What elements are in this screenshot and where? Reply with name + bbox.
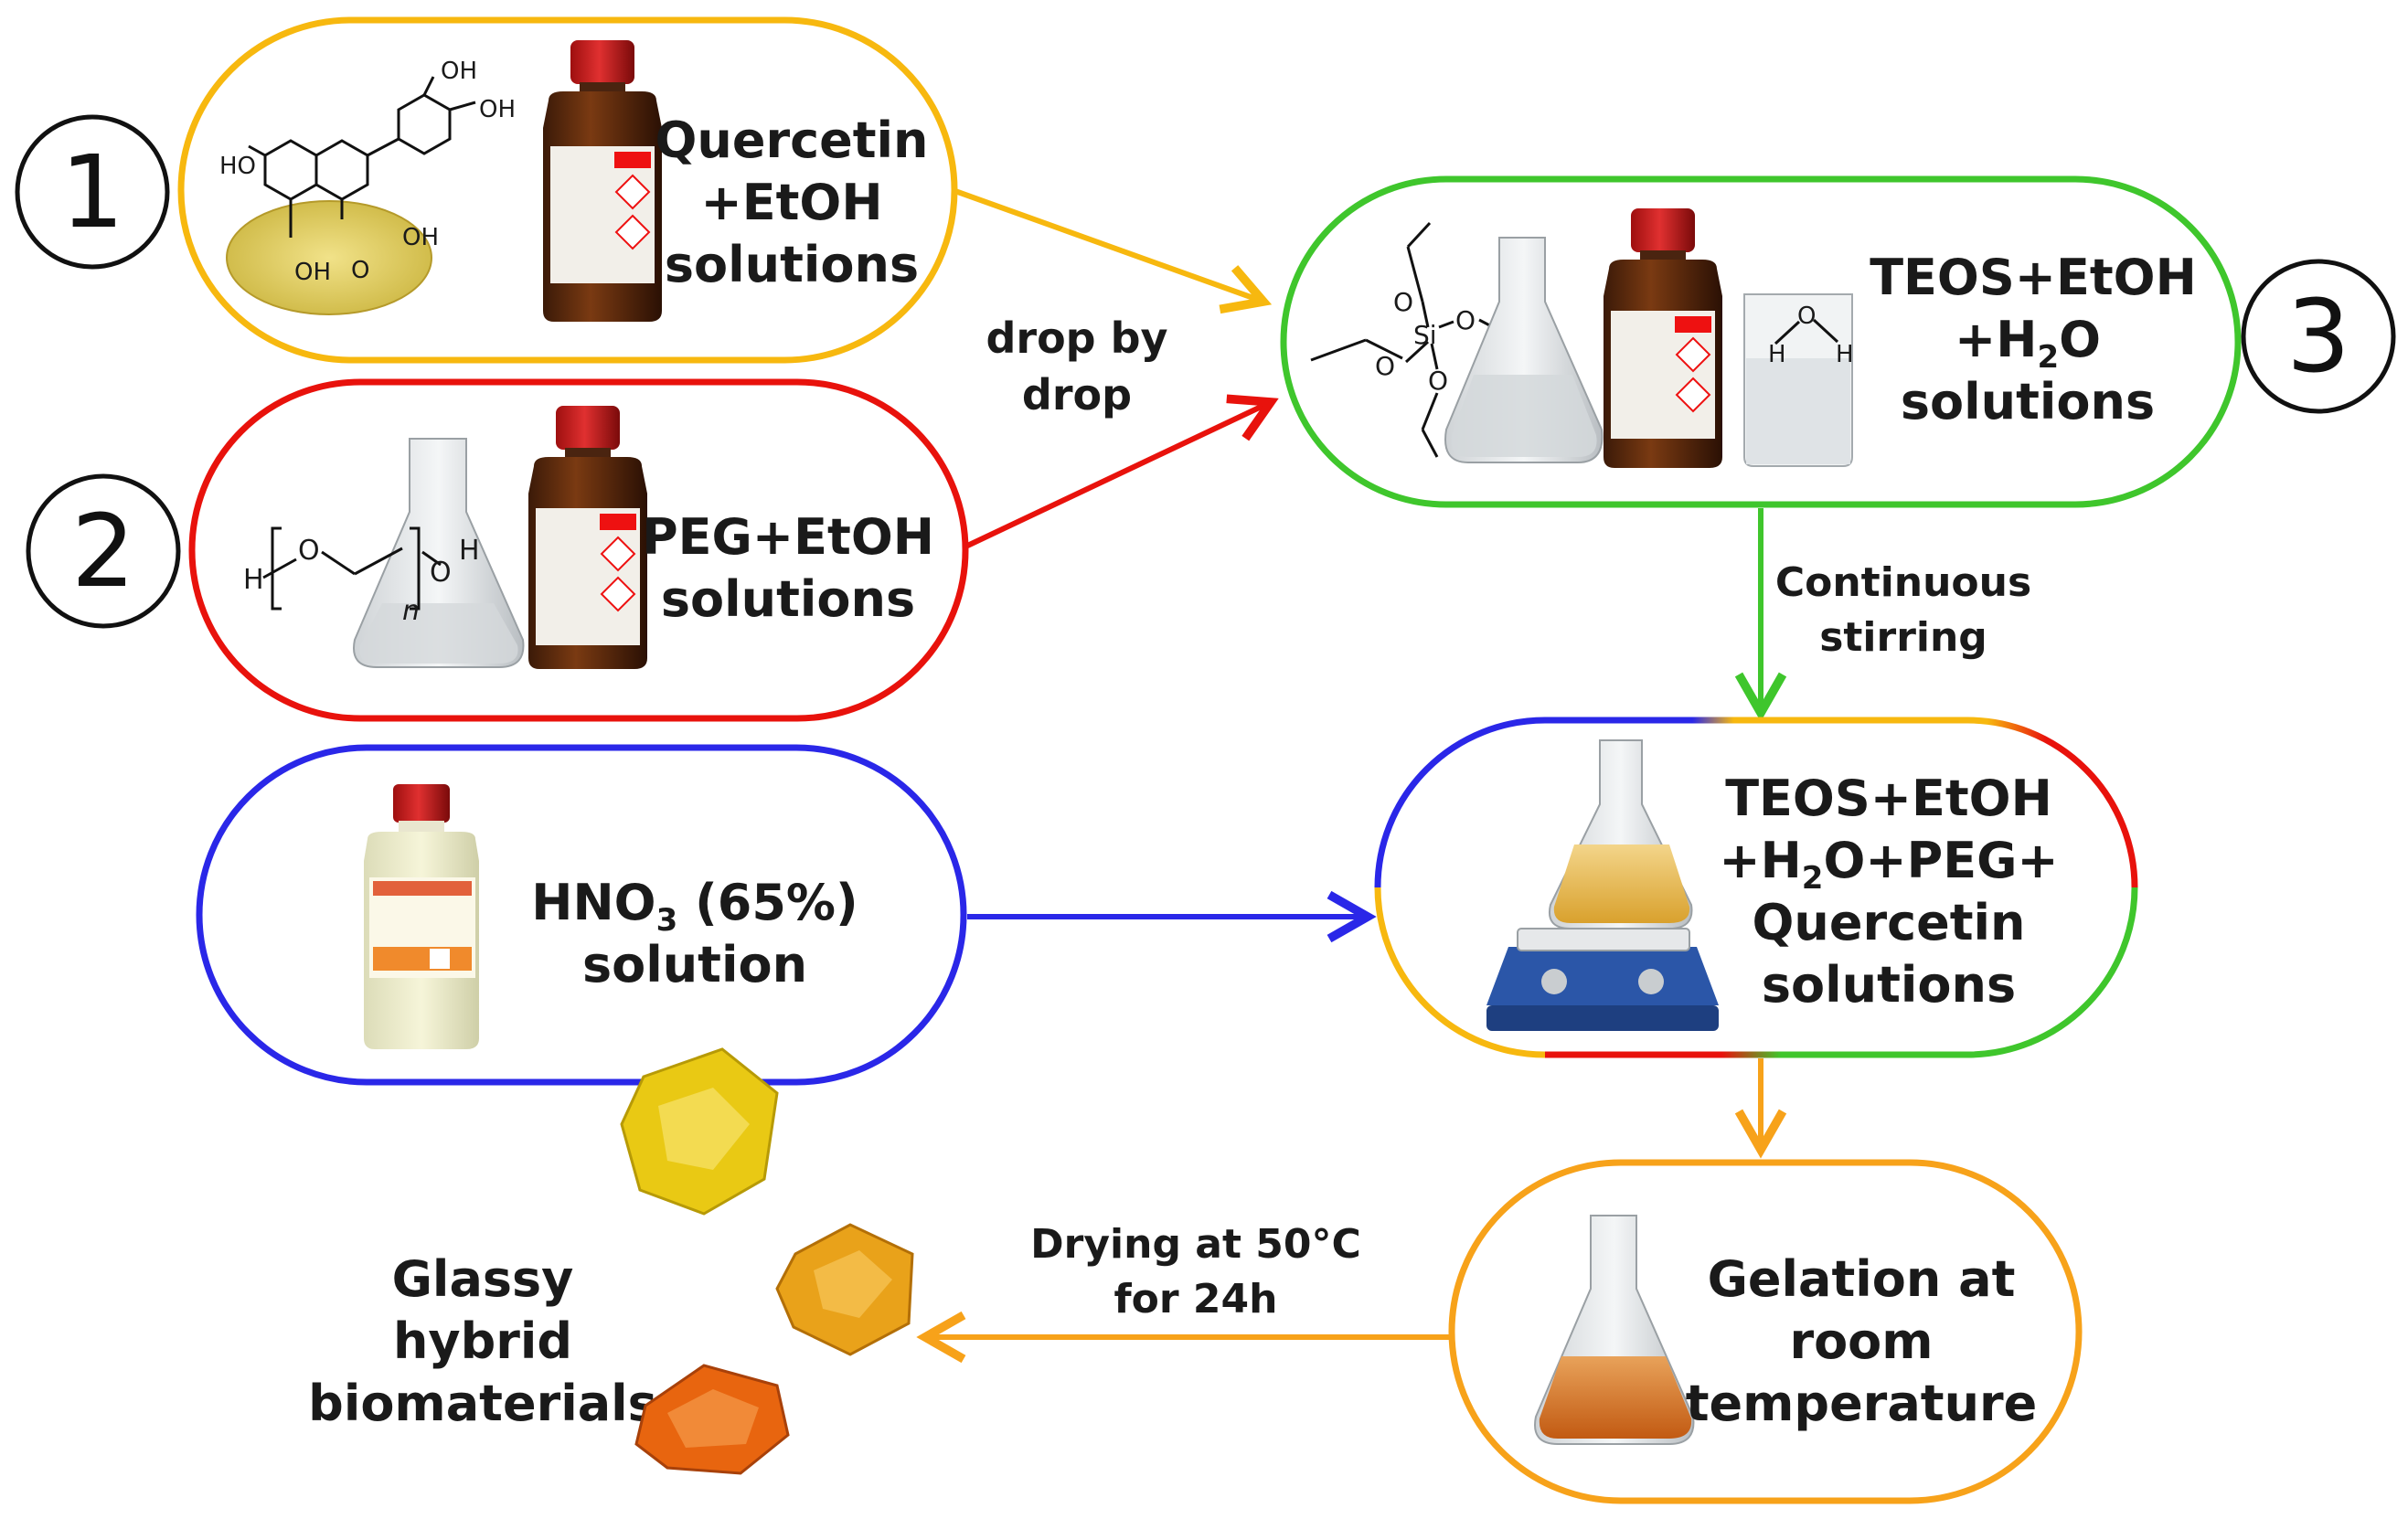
step3-line2a: +H: [1955, 311, 2037, 368]
stirring-label-line1: Continuous: [1775, 559, 2031, 606]
step1-line1: Quercetin: [655, 112, 928, 169]
arrow-step2-to-step3: [960, 394, 1279, 551]
acid-line1-sub: 3: [656, 902, 678, 939]
step3-line2b: O: [2059, 311, 2101, 368]
gel-line1: Gelation at: [1708, 1250, 2016, 1308]
peg-h-left: H: [243, 564, 264, 596]
teos-o-top: O: [1393, 287, 1413, 317]
chemical-bottle-icon: [528, 406, 647, 669]
quercetin-labels: OH OH HO OH OH O: [219, 58, 516, 286]
acid-line1: HNO3 (65%): [531, 874, 858, 939]
step-number-1-text: 1: [60, 133, 124, 250]
glass-fragments-icon: [620, 1047, 914, 1475]
teos-o-bottom: O: [1428, 366, 1448, 396]
product: Glassy hybrid biomaterials: [308, 1047, 914, 1475]
arrows: [916, 187, 1787, 1364]
product-line3: biomaterials: [308, 1375, 657, 1432]
step3-line2-sub: 2: [2037, 339, 2059, 376]
mix-box: TEOS+EtOH +H2O+PEG+ Quercetin solutions: [1374, 717, 2138, 1058]
mix-line3: Quercetin: [1752, 894, 2025, 951]
peg-o-right: O: [430, 557, 452, 589]
reagent-bottle-icon: [364, 784, 479, 1049]
stirring-label-line2: stirring: [1819, 614, 1987, 661]
drying-label-line1: Drying at 50°C: [1030, 1221, 1361, 1268]
teos-o-left: O: [1375, 351, 1395, 381]
acid-line1a: HNO: [531, 874, 655, 931]
water-h-left: H: [1768, 341, 1786, 368]
erlenmeyer-flask-icon: [1549, 739, 1693, 929]
erlenmeyer-flask-icon: [353, 438, 525, 668]
oh-label-right: OH: [479, 96, 516, 123]
drying-label-line2: for 24h: [1114, 1276, 1278, 1322]
erlenmeyer-flask-icon: [1444, 237, 1604, 463]
peg-h-right: H: [459, 535, 480, 567]
peg-structure-icon: [262, 526, 442, 611]
step-number-3: 3: [2241, 259, 2396, 414]
arrow-step1-to-step3: [951, 187, 1273, 314]
step1-line2: +EtOH: [700, 174, 882, 231]
acid-line1b: (65%): [677, 874, 858, 931]
mix-line2-sub: 2: [1802, 860, 1824, 897]
step3-box: Si O O O O H O H TEOS+EtOH +H2O soluti: [1280, 175, 2242, 508]
step-number-2: 2: [26, 473, 181, 629]
step-number-1: 1: [15, 114, 170, 270]
chemical-bottle-icon: [543, 40, 662, 322]
water-o: O: [1797, 303, 1816, 330]
teos-o-right: O: [1455, 305, 1476, 335]
gel-line3: temperature: [1686, 1375, 2038, 1432]
peg-o-left: O: [298, 535, 320, 567]
dropwise-label-line1: drop by: [986, 313, 1167, 363]
beaker-icon: [1743, 293, 1853, 467]
chemical-bottle-icon: [1604, 208, 1722, 468]
mix-line1: TEOS+EtOH: [1725, 770, 2052, 827]
step3-line1: TEOS+EtOH: [1870, 249, 2197, 306]
step2-box: H O n O H PEG+EtOH solutions: [188, 378, 969, 722]
oh-label-middle: OH: [402, 224, 439, 251]
product-line1: Glassy: [392, 1250, 574, 1308]
o-label-ketone: O: [351, 257, 369, 284]
mix-line2: +H2O+PEG+: [1719, 832, 2058, 897]
step2-line1: PEG+EtOH: [642, 508, 934, 566]
erlenmeyer-flask-icon: [1534, 1215, 1695, 1445]
teos-si-label: Si: [1413, 320, 1437, 350]
magnetic-stirrer-icon: [1486, 928, 1719, 1031]
step1-box: OH OH HO OH OH O Quercetin +EtOH solutio…: [177, 16, 958, 364]
oh-label-top: OH: [441, 58, 477, 85]
gel-line2: room: [1789, 1312, 1933, 1370]
step3-line2: +H2O: [1955, 311, 2101, 376]
acid-box: HNO3 (65%) solution: [196, 744, 967, 1086]
step-number-3-text: 3: [2286, 278, 2350, 395]
step1-line3: solutions: [665, 236, 919, 293]
ho-label-left: HO: [219, 153, 256, 180]
dropwise-label-line2: drop: [1022, 370, 1132, 420]
water-h-right: H: [1836, 341, 1854, 368]
step2-line2: solutions: [661, 570, 915, 628]
gel-box: Gelation at room temperature: [1448, 1159, 2083, 1504]
step3-line3: solutions: [1901, 373, 2155, 430]
mix-line4: solutions: [1762, 956, 2016, 1014]
peg-n-subscript: n: [402, 595, 420, 627]
acid-line2: solution: [582, 936, 807, 993]
arrow-labels: drop by drop Continuous stirring Drying …: [986, 313, 2031, 1322]
product-line2: hybrid: [393, 1312, 572, 1370]
quercetin-structure-icon: [226, 76, 476, 315]
oh-label-bottom: OH: [294, 259, 331, 286]
mix-line2b: O+PEG+: [1823, 832, 2058, 889]
mix-line2a: +H: [1719, 832, 1801, 889]
step-number-2-text: 2: [71, 493, 135, 610]
